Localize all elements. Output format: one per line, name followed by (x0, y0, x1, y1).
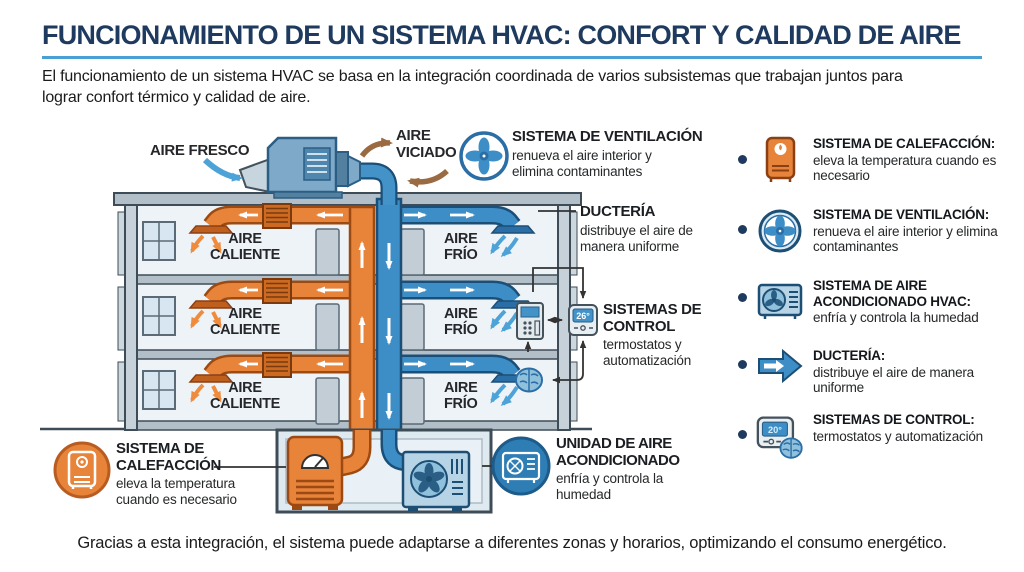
ac-unit-callout-desc: enfría y controla la humedad (556, 471, 664, 502)
ac-unit-callout-title: UNIDAD DE AIRE ACONDICIONADO (556, 435, 680, 469)
legend-control-desc: termostatos y automatización (813, 428, 983, 444)
stale-air-label: AIRE VICIADO (396, 127, 457, 161)
ventilation-callout: SISTEMA DE VENTILACIÓN renueva el aire i… (512, 128, 712, 180)
legend-ac-desc: enfría y controla la humedad (813, 310, 979, 325)
bullet-icon (738, 155, 747, 164)
legend-ventilation-title: SISTEMA DE VENTILACIÓN: (813, 207, 990, 222)
control-connectors (524, 267, 587, 384)
fresh-air-label: AIRE FRESCO (150, 142, 250, 159)
cold-air-label-floor3: AIRE FRÍO (444, 380, 478, 412)
thermostat-reading: 26° (576, 311, 590, 321)
control-icon: 20° (756, 412, 804, 462)
cold-air-label-floor1: AIRE FRÍO (444, 231, 478, 263)
legend-item-heating: SISTEMA DE CALEFACCIÓN: eleva la tempera… (738, 136, 1024, 186)
control-callout-title: SISTEMAS DE CONTROL (603, 301, 702, 335)
vertical-ducts (348, 197, 403, 472)
stale-air-arrows (359, 137, 449, 188)
bullet-icon (738, 360, 747, 369)
legend-ducting-title: DUCTERÍA: (813, 348, 885, 363)
legend-item-control: 20° SISTEMAS DE CONTROL: termostatos y a… (738, 412, 1024, 462)
ac-badge-icon (491, 436, 551, 496)
fan-icon (756, 207, 804, 255)
legend-item-ventilation: SISTEMA DE VENTILACIÓN: renueva el aire … (738, 207, 1024, 255)
ac-condenser-unit (401, 450, 471, 511)
ac-unit-callout: UNIDAD DE AIRE ACONDICIONADO enfría y co… (556, 435, 696, 503)
ventilation-callout-title: SISTEMA DE VENTILACIÓN (512, 128, 703, 145)
heating-callout: SISTEMA DE CALEFACCIÓN eleva la temperat… (116, 440, 276, 508)
control-callout: SISTEMAS DE CONTROL termostatos y automa… (603, 301, 743, 369)
heating-callout-title: SISTEMA DE CALEFACCIÓN (116, 440, 222, 474)
hot-air-label-floor2: AIRE CALIENTE (209, 306, 281, 338)
page-subtitle: El funcionamiento de un sistema HVAC se … (42, 68, 903, 106)
bullet-icon (738, 430, 747, 439)
heater-icon (756, 136, 804, 186)
heating-callout-desc: eleva la temperatura cuando es necesario (116, 476, 237, 507)
cold-air-label-floor2: AIRE FRÍO (444, 306, 478, 338)
control-keypad-icon (516, 302, 544, 340)
heater-badge-icon (53, 441, 111, 499)
legend-item-ducting: DUCTERÍA: distribuye el aire de manera u… (738, 348, 1024, 396)
legend-heating-title: SISTEMA DE CALEFACCIÓN: (813, 136, 996, 151)
legend-control-title: SISTEMAS DE CONTROL: (813, 412, 975, 427)
hot-air-label-floor3: AIRE CALIENTE (209, 380, 281, 412)
title-divider (42, 56, 982, 59)
legend-ducting-desc: distribuye el aire de manera uniforme (813, 364, 974, 396)
page-title: FUNCIONAMIENTO DE UN SISTEMA HVAC: CONFO… (42, 20, 961, 50)
bullet-icon (738, 293, 747, 302)
ducting-callout-title: DUCTERÍA (580, 203, 656, 220)
ventilation-callout-desc: renueva el aire interior y elimina conta… (512, 147, 652, 179)
legend-item-ac: SISTEMA DE AIRE ACONDICIONADO HVAC: enfr… (738, 278, 1024, 326)
furnace-unit (286, 435, 344, 510)
ducting-callout: DUCTERÍA distribuye el aire de manera un… (580, 203, 740, 255)
brain-icon (515, 367, 543, 393)
duct-arrow-icon (756, 348, 804, 396)
ducting-callout-desc: distribuye el aire de manera uniforme (580, 222, 693, 254)
bullet-icon (738, 225, 747, 234)
ac-unit-icon (756, 278, 804, 326)
fresh-air-arrow (202, 157, 243, 182)
legend-heating-desc: eleva la temperatura cuando es necesario (813, 152, 997, 184)
control-callout-desc: termostatos y automatización (603, 337, 692, 368)
fan-icon (459, 131, 509, 181)
hot-air-label-floor1: AIRE CALIENTE (209, 231, 281, 263)
legend-ventilation-desc: renueva el aire interior y elimina conta… (813, 223, 998, 255)
footer-note: Gracias a esta integración, el sistema p… (77, 534, 947, 552)
legend-thermostat-reading: 20° (768, 425, 782, 435)
thermostat-icon: 26° (568, 304, 598, 336)
rooftop-unit (238, 136, 398, 205)
legend-ac-title: SISTEMA DE AIRE ACONDICIONADO HVAC: (813, 278, 971, 309)
